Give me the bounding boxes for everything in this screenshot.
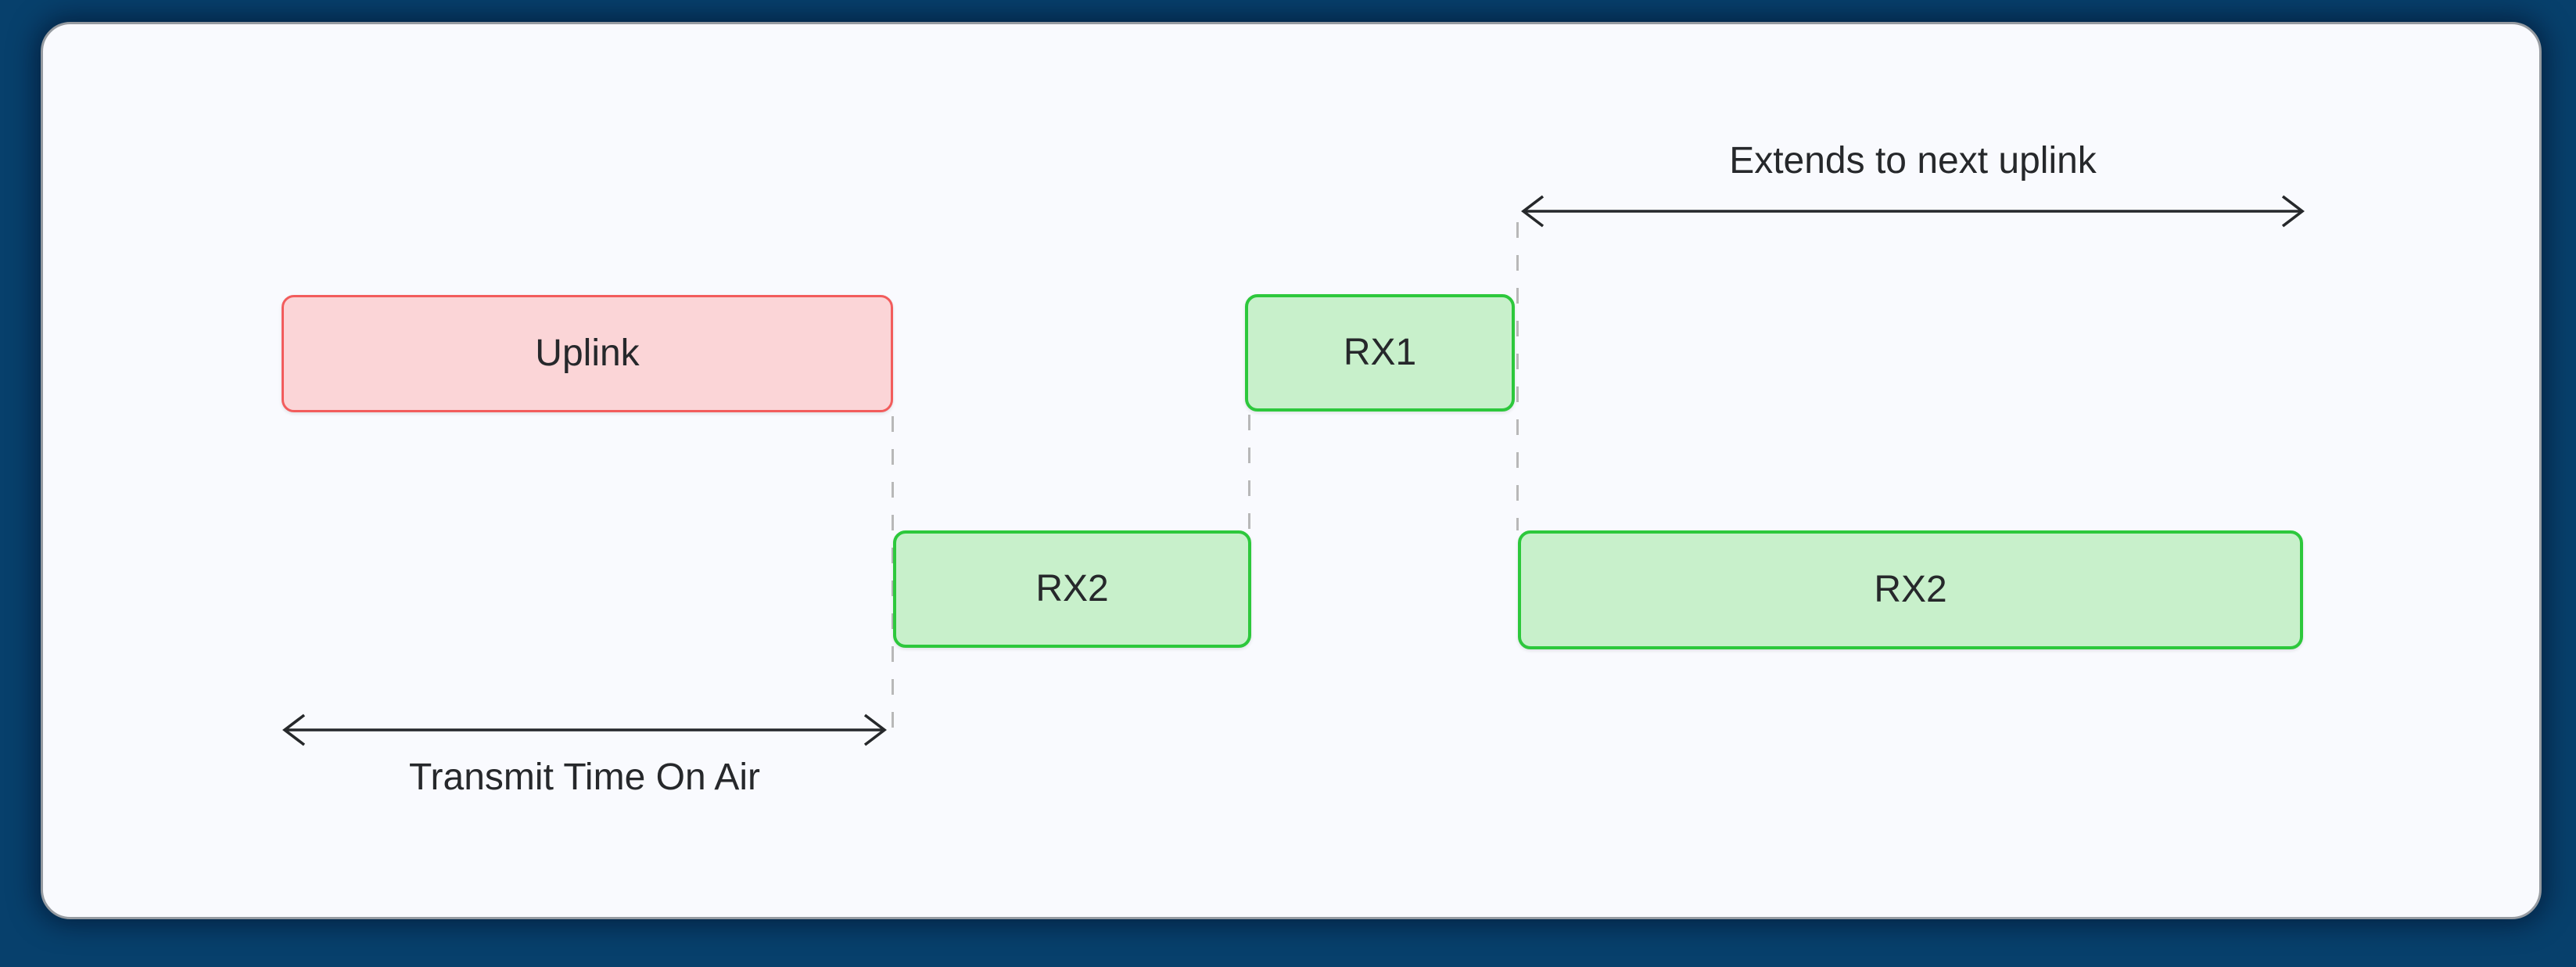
uplink-end-dashed-line <box>892 416 894 732</box>
rx1-end-dashed-line <box>1516 222 1519 530</box>
uplink-box: Uplink <box>282 295 893 412</box>
transmit-time-arrow <box>279 711 890 749</box>
diagram-card <box>41 22 2542 919</box>
rx1-box: RX1 <box>1245 294 1515 412</box>
extends-arrow <box>1518 192 2308 230</box>
extends-to-next-uplink-label: Extends to next uplink <box>1729 140 2097 182</box>
rx2-first-end-dashed-line <box>1248 415 1250 530</box>
rx2-second-box: RX2 <box>1518 530 2303 649</box>
transmit-time-on-air-label: Transmit Time On Air <box>409 757 760 798</box>
rx2-first-box: RX2 <box>893 530 1251 648</box>
